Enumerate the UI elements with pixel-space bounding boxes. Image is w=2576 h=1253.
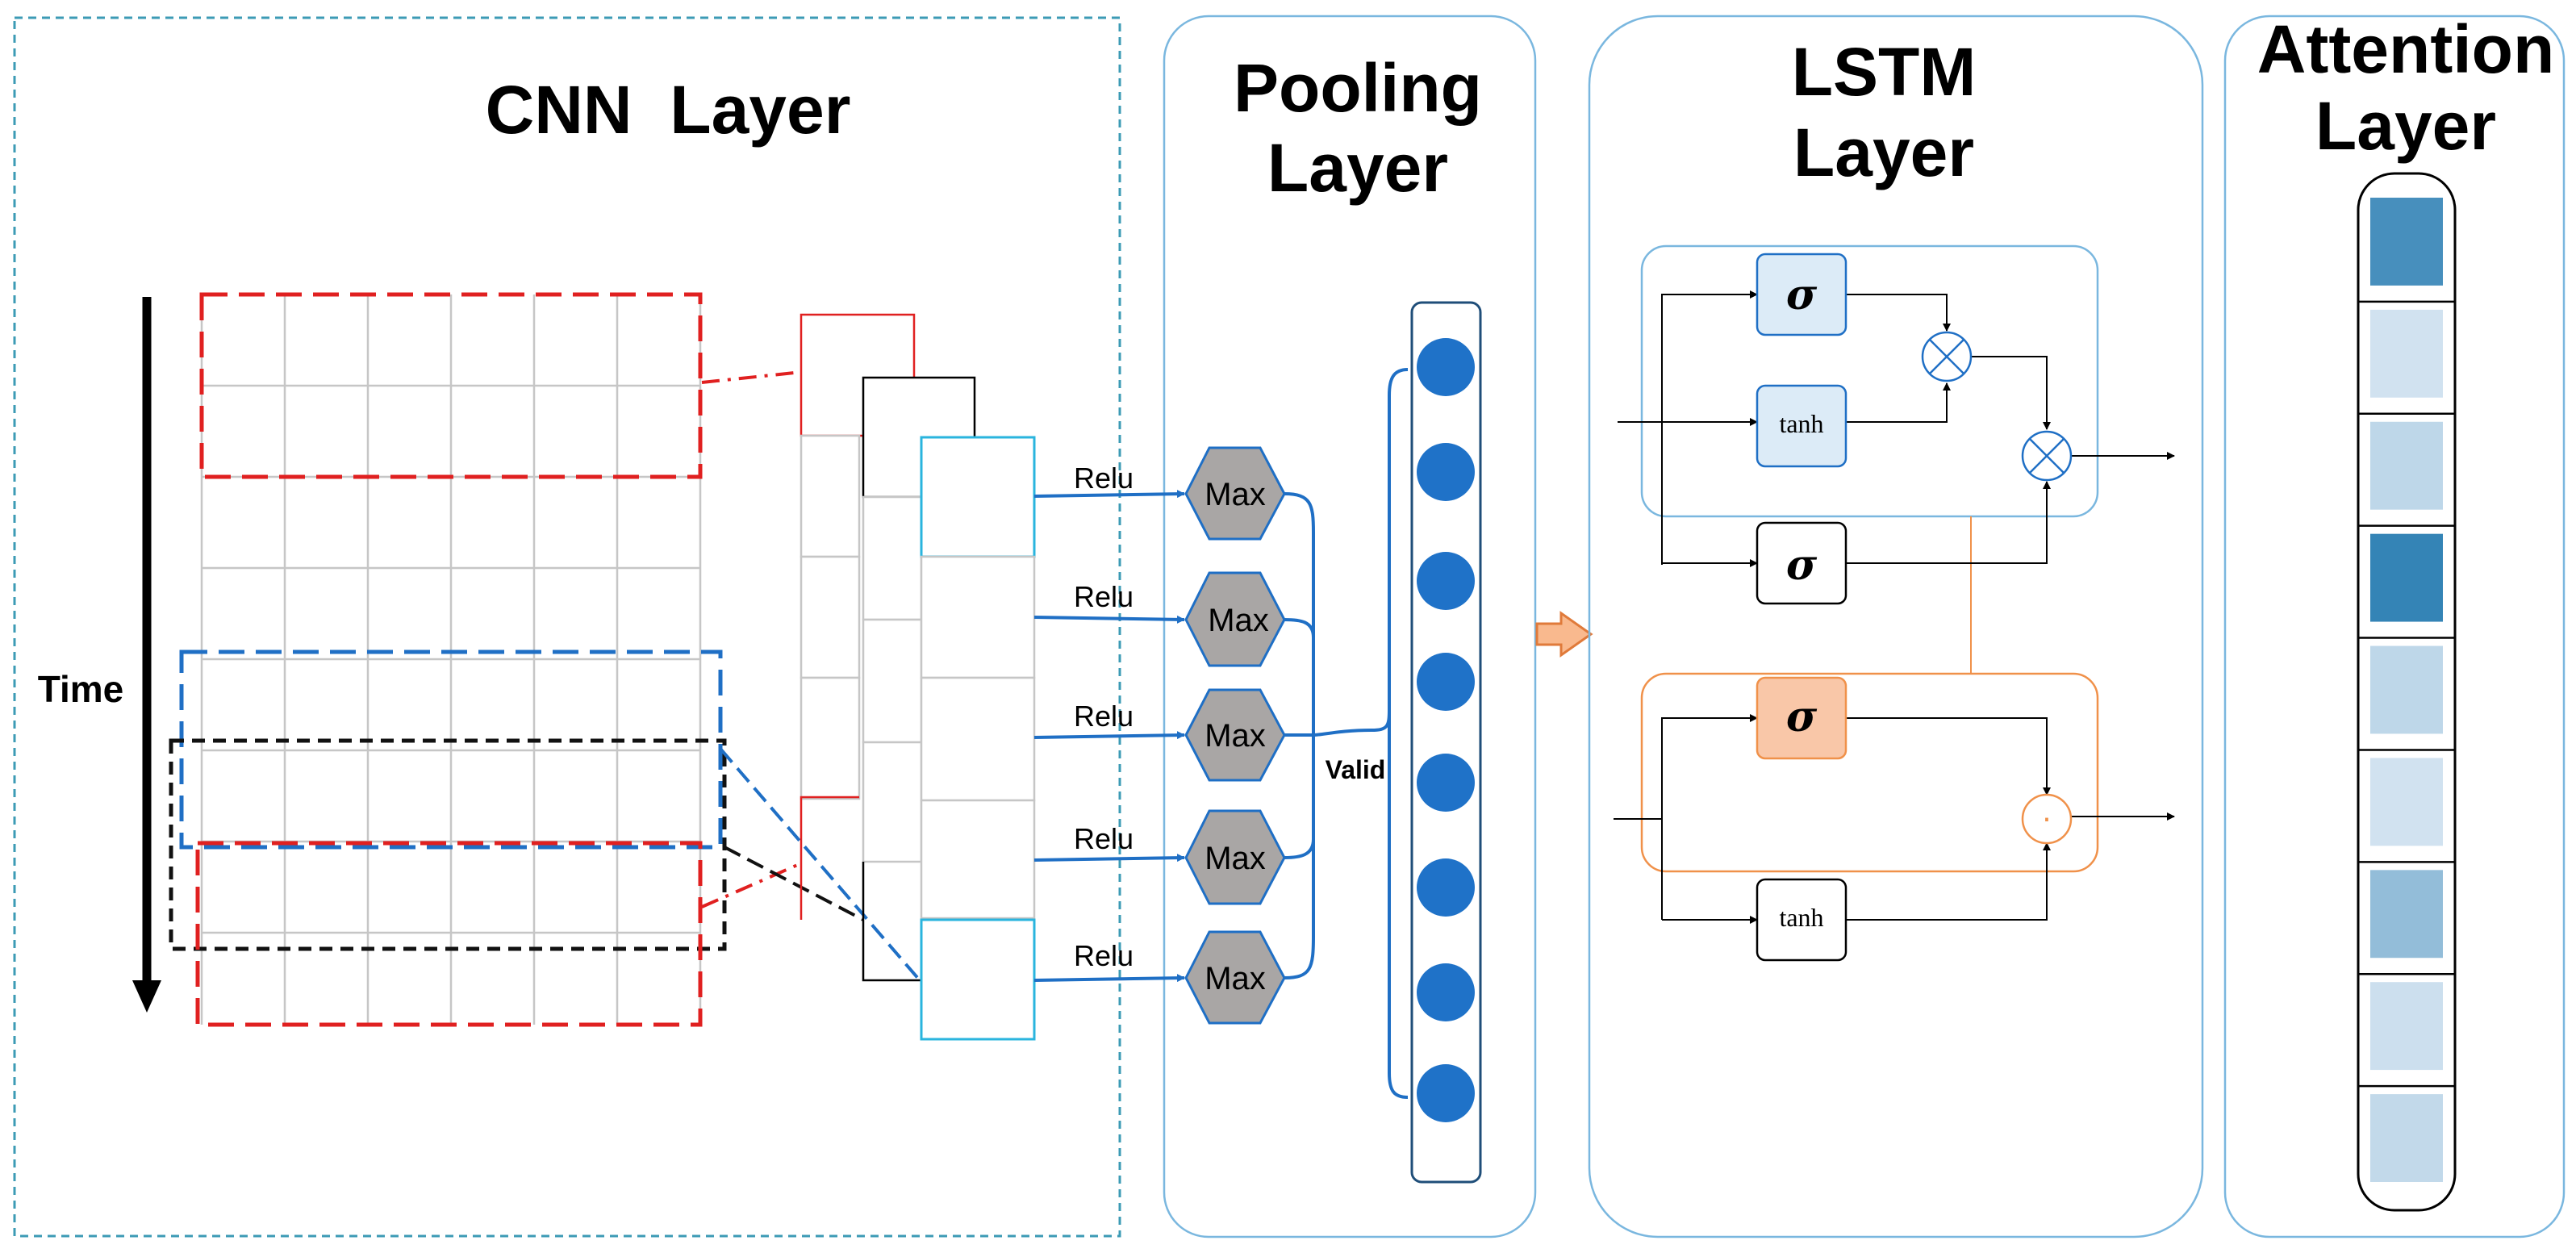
- relu-label: Relu: [1074, 580, 1134, 613]
- lstm-panel-border: [1588, 15, 2204, 1238]
- valid-bracket: [1388, 368, 1409, 1099]
- lstm-layer-title-line2: Layer: [1793, 115, 1974, 190]
- attention-weight-cell: [2370, 421, 2443, 510]
- tanh-label: tanh: [1779, 409, 1823, 438]
- vector-node: [1417, 552, 1475, 610]
- attention-panel-border: [2223, 15, 2566, 1238]
- black-connector: [724, 846, 864, 921]
- attention-layer-title-line1: Attention: [2257, 11, 2555, 87]
- tanh-gate: tanh: [1756, 384, 1847, 468]
- feature-map-cyan: [920, 436, 1036, 1041]
- sigma-label: σ: [1786, 692, 1818, 741]
- relu-arrow: [1033, 731, 1185, 740]
- attention-cells: [2358, 198, 2455, 1182]
- relu-label: Relu: [1074, 700, 1134, 733]
- max-label: Max: [1204, 718, 1266, 754]
- pooling-panel: Pooling Layer Relu Relu Relu Relu Relu M…: [1033, 15, 1537, 1238]
- attention-weight-cell: [2370, 982, 2443, 1071]
- relu-arrow: [1033, 974, 1185, 983]
- vector-node: [1417, 653, 1475, 711]
- sigmoid-gate: σ: [1756, 676, 1847, 760]
- red-window-bottom: [195, 841, 703, 1027]
- vector-node: [1417, 1064, 1475, 1122]
- pooled-vector: [1410, 301, 1482, 1184]
- transition-arrow-icon: [1535, 611, 1593, 658]
- tanh-label: tanh: [1779, 903, 1823, 932]
- lstm-upper-wiring: [1618, 290, 2175, 567]
- max-label: Max: [1204, 841, 1266, 876]
- relu-label: Relu: [1074, 462, 1134, 495]
- attention-weight-cell: [2370, 645, 2443, 734]
- dot-product-node-icon: ·: [2021, 793, 2073, 845]
- multiply-node-icon: [1921, 331, 1973, 382]
- pooled-vector-nodes: [1417, 338, 1475, 1122]
- black-window: [169, 738, 727, 951]
- relu-label: Relu: [1074, 822, 1134, 855]
- multiply-node-icon: [2021, 430, 2073, 482]
- lstm-lower-cell: [1640, 672, 2099, 873]
- time-label: Time: [38, 668, 124, 710]
- attention-weight-cell: [2370, 533, 2443, 622]
- time-arrow-head-icon: [132, 980, 161, 1013]
- red-window-top: [199, 292, 703, 479]
- valid-label: Valid: [1326, 755, 1386, 784]
- max-label: Max: [1204, 477, 1266, 512]
- relu-arrow: [1033, 490, 1185, 499]
- max-pool-hexagon: Max: [1184, 809, 1286, 905]
- red-top-connector: [701, 371, 795, 384]
- sigmoid-gate: σ: [1756, 521, 1847, 605]
- max-pool-hexagon: Max: [1184, 571, 1286, 667]
- input-grid: [200, 294, 702, 1025]
- cnn-panel: CNN Layer Time: [13, 16, 1121, 1238]
- sigma-label: σ: [1786, 541, 1818, 590]
- tanh-gate: tanh: [1756, 878, 1847, 962]
- attention-weight-cell: [2370, 870, 2443, 959]
- vector-node: [1417, 443, 1475, 501]
- max-merge-curves: [1284, 492, 1391, 979]
- relu-connections: Relu Relu Relu Relu Relu: [1033, 462, 1185, 983]
- red-bottom-connector: [701, 862, 802, 908]
- max-pool-hexagon: Max: [1184, 688, 1286, 782]
- max-label: Max: [1208, 603, 1269, 638]
- pooling-layer-title-line1: Pooling: [1234, 50, 1482, 126]
- attention-panel: Attention Layer: [2223, 11, 2566, 1238]
- lstm-layer-title-line1: LSTM: [1792, 34, 1977, 110]
- sigmoid-gate: σ: [1756, 253, 1847, 336]
- pooling-layer-title-line2: Layer: [1267, 130, 1448, 206]
- attention-weight-cell: [2370, 1094, 2443, 1182]
- lstm-lower-wiring: [1614, 714, 2175, 924]
- attention-weight-cell: [2370, 198, 2443, 286]
- max-label: Max: [1204, 961, 1266, 996]
- max-pool-hexagon: Max: [1184, 446, 1286, 541]
- attention-weight-cell: [2370, 309, 2443, 398]
- relu-arrow: [1033, 854, 1185, 862]
- cnn-panel-border: [13, 16, 1121, 1238]
- vector-node: [1417, 754, 1475, 812]
- cnn-layer-title: CNN Layer: [486, 72, 851, 148]
- max-pool-nodes: Max Max Max Max Max: [1184, 446, 1286, 1025]
- attention-layer-title-line2: Layer: [2315, 88, 2496, 164]
- attention-weight-cell: [2370, 758, 2443, 846]
- relu-arrow: [1033, 615, 1185, 624]
- relu-label: Relu: [1074, 939, 1134, 972]
- lstm-upper-cell: [1640, 244, 2099, 518]
- lstm-panel: LSTM Layer σ tanh σ: [1588, 15, 2204, 1238]
- sigma-label: σ: [1786, 270, 1818, 320]
- max-pool-hexagon: Max: [1184, 930, 1286, 1025]
- vector-node: [1417, 963, 1475, 1021]
- vector-node: [1417, 338, 1475, 396]
- dot-label: ·: [2042, 804, 2051, 837]
- pooling-panel-border: [1163, 15, 1537, 1238]
- vector-node: [1417, 858, 1475, 917]
